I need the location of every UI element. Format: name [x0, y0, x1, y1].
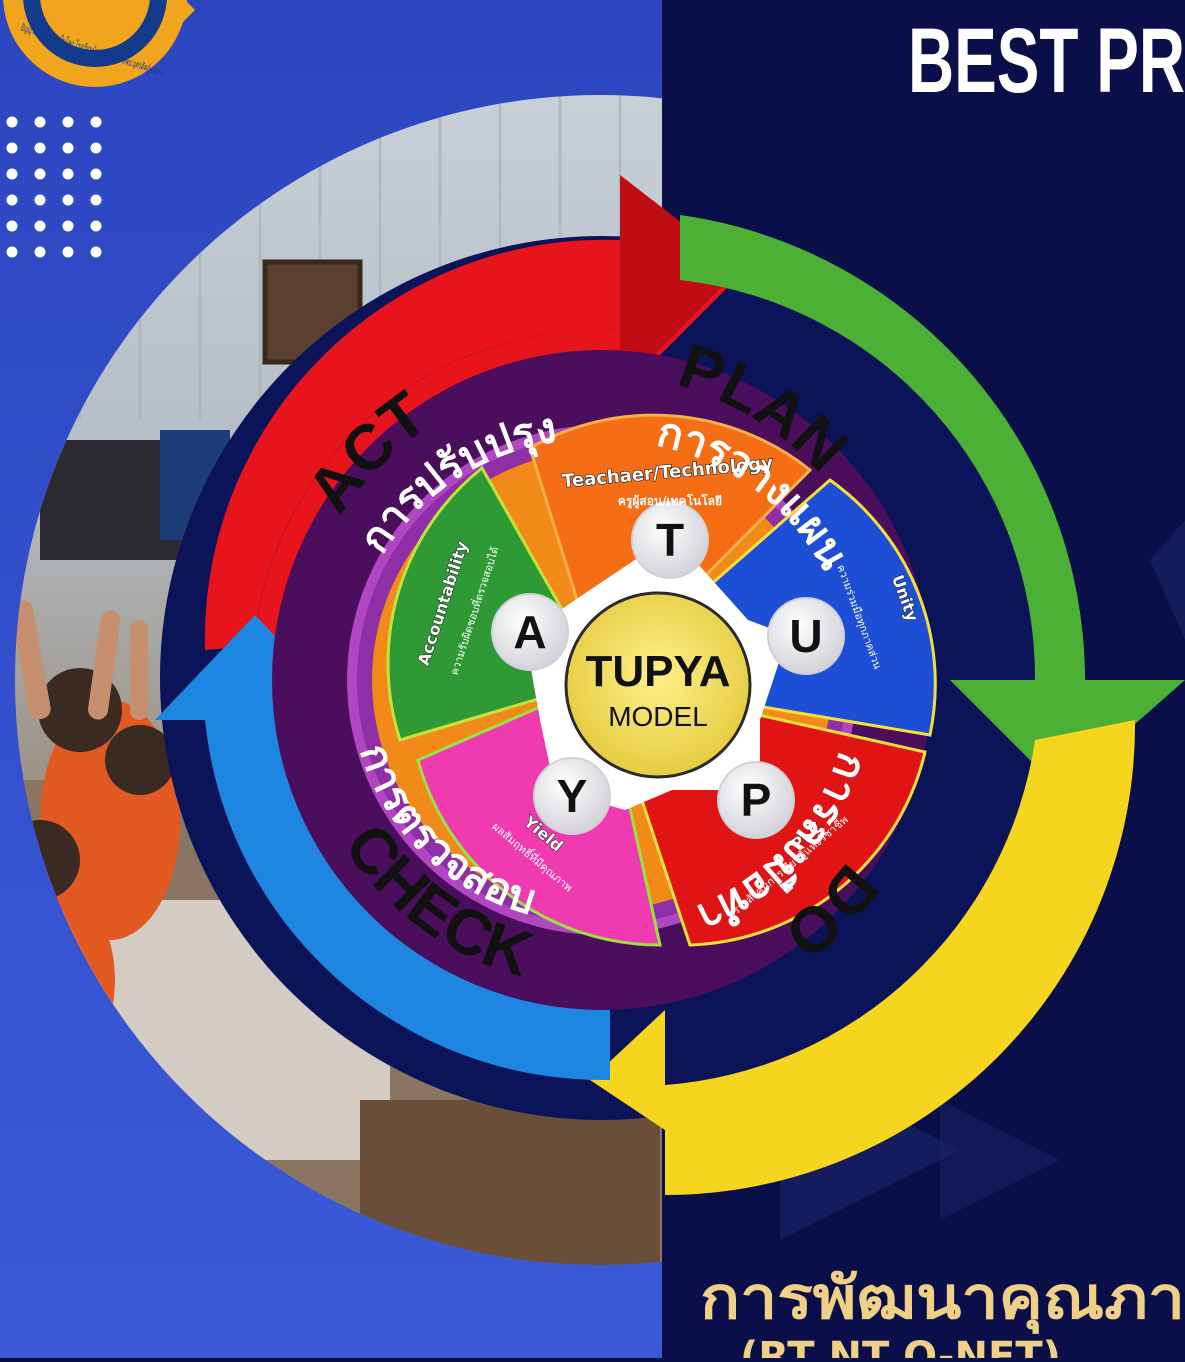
- model-title: TUPYA: [585, 647, 730, 696]
- school-logo: [3, 0, 195, 87]
- footer-title: การพัฒนาคุณภา: [700, 1264, 1185, 1335]
- segment-t-th: ครูผู้สอน/เทคโนโลยี: [618, 493, 722, 509]
- plan-arrow: [680, 215, 1185, 790]
- center-badge: [564, 591, 752, 779]
- letter-u: U: [789, 610, 822, 662]
- letter-a: A: [513, 606, 546, 658]
- header-title: BEST PR: [908, 10, 1185, 112]
- footer-subtitle: (RT NT O-NET): [740, 1334, 1061, 1358]
- letter-y: Y: [557, 770, 588, 822]
- do-arrow: [590, 720, 1136, 1195]
- letter-t: T: [656, 514, 684, 566]
- dots-decoration: [6, 116, 102, 258]
- check-arrow: [155, 615, 610, 1081]
- act-arrow: [204, 175, 745, 650]
- letter-p: P: [741, 774, 772, 826]
- model-subtitle: MODEL: [608, 701, 708, 732]
- letter-balls: [491, 501, 845, 839]
